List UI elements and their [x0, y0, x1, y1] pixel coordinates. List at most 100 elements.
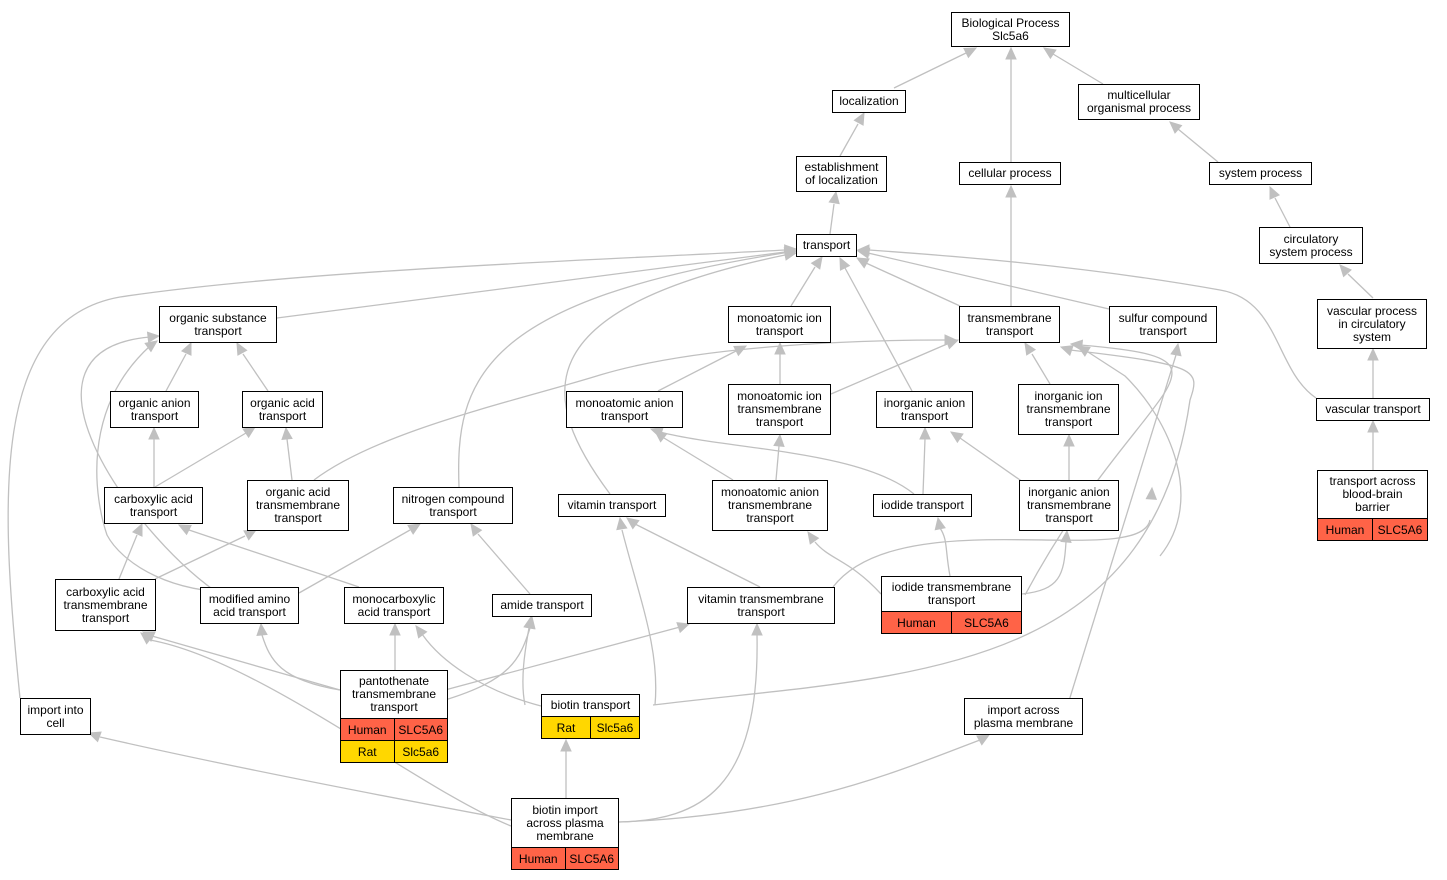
node-organic-acid-transmembrane-transport[interactable]: organic acid transmembrane transport — [247, 480, 349, 531]
node-label: system process — [1218, 166, 1303, 180]
node-establishment-of-localization[interactable]: establishment of localization — [796, 156, 887, 192]
edge-arrowhead — [1170, 342, 1182, 357]
node-label: biotin transport — [550, 698, 631, 712]
node-transmembrane-transport[interactable]: transmembrane transport — [959, 306, 1060, 343]
edge-line — [1021, 541, 1067, 595]
edge-line — [634, 523, 761, 588]
node-circulatory-system-process[interactable]: circulatory system process — [1259, 227, 1363, 264]
edge-line — [844, 267, 913, 392]
node-organic-substance-transport[interactable]: organic substance transport — [159, 306, 277, 343]
edge-line — [477, 533, 531, 595]
node-transport[interactable]: transport — [796, 234, 857, 257]
node-inorganic-anion-transmembrane-transport[interactable]: inorganic anion transmembrane transport — [1019, 480, 1119, 531]
node-carboxylic-acid-transmembrane-transport[interactable]: carboxylic acid transmembrane transport — [55, 579, 156, 631]
edge-line — [242, 353, 269, 392]
edge-line — [1052, 53, 1104, 85]
edge-arrowhead — [281, 426, 293, 440]
edge-arrowhead — [784, 244, 798, 256]
edge-line — [832, 519, 1151, 588]
node-modified-amino-acid-transport[interactable]: modified amino acid transport — [200, 587, 299, 624]
node-vitamin-transport[interactable]: vitamin transport — [558, 494, 666, 517]
edge-arrowhead — [1024, 341, 1037, 356]
node-biological-process[interactable]: Biological Process Slc5a6 — [951, 12, 1070, 47]
node-carboxylic-acid-transport[interactable]: carboxylic acid transport — [104, 487, 203, 524]
node-import-across-plasma-membrane[interactable]: import across plasma membrane — [964, 698, 1083, 735]
edge-line — [80, 336, 216, 592]
node-monocarboxylic-acid-transport[interactable]: monocarboxylic acid transport — [344, 587, 444, 624]
edge-arrowhead — [919, 426, 931, 440]
node-label: nitrogen compound transport — [401, 491, 505, 519]
node-vascular-process[interactable]: vascular process in circulatory system — [1317, 299, 1427, 349]
node-label: circulatory system process — [1269, 231, 1353, 259]
node-amide-transport[interactable]: amide transport — [492, 594, 592, 617]
edge-line — [652, 349, 1195, 706]
node-cellular-process[interactable]: cellular process — [959, 162, 1061, 185]
edge-arrowhead — [616, 516, 628, 531]
node-sulfur-compound-transport[interactable]: sulfur compound transport — [1109, 306, 1217, 343]
edge-line — [7, 249, 786, 699]
edge-arrowhead — [523, 615, 535, 630]
edge-arrowhead — [1059, 345, 1074, 357]
node-organic-anion-transport[interactable]: organic anion transport — [110, 391, 199, 428]
edge-arrowhead — [1339, 264, 1352, 278]
edge-line — [1087, 351, 1182, 557]
edge-arrowhead — [180, 341, 192, 356]
node-iodide-transport[interactable]: iodide transport — [873, 494, 972, 517]
node-label: amide transport — [500, 598, 584, 612]
node-label: cellular process — [968, 166, 1052, 180]
node-label: iodide transport — [881, 498, 964, 512]
node-label: establishment of localization — [804, 160, 879, 187]
node-monoatomic-anion-transport[interactable]: monoatomic anion transport — [566, 391, 683, 428]
node-monoatomic-ion-transport[interactable]: monoatomic ion transport — [728, 306, 831, 343]
node-nitrogen-compound-transport[interactable]: nitrogen compound transport — [393, 487, 513, 524]
edge-arrowhead — [774, 341, 786, 355]
edge-line — [421, 633, 542, 707]
edge-arrowhead — [733, 345, 748, 357]
gene-label: SLC5A6 — [1372, 519, 1427, 540]
edge-line — [154, 535, 246, 580]
node-import-into-cell[interactable]: import into cell — [20, 698, 91, 735]
edge-arrowhead — [1005, 184, 1017, 198]
edge-arrowhead — [140, 632, 154, 645]
edge-line — [790, 266, 816, 307]
gene-label: SLC5A6 — [951, 612, 1021, 633]
node-label: localization — [839, 94, 899, 108]
node-label: vitamin transport — [567, 498, 657, 512]
gene-label: SLC5A6 — [564, 848, 619, 869]
node-localization[interactable]: localization — [832, 90, 906, 113]
edge-line — [1274, 197, 1291, 228]
node-inorganic-ion-transmembrane-transport[interactable]: inorganic ion transmembrane transport — [1018, 384, 1119, 435]
node-inorganic-anion-transport[interactable]: inorganic anion transport — [876, 391, 973, 428]
node-vascular-transport[interactable]: vascular transport — [1316, 398, 1430, 421]
node-label: inorganic anion transport — [883, 395, 966, 423]
edge-arrowhead — [1169, 121, 1183, 134]
node-label: vascular process in circulatory system — [1326, 303, 1418, 344]
node-label: organic acid transmembrane transport — [255, 485, 341, 525]
node-transport-across-blood-brain-barrier[interactable]: transport across blood-brain barrier Hum… — [1317, 470, 1428, 541]
node-label: inorganic ion transmembrane transport — [1026, 389, 1111, 429]
edge-line — [149, 639, 512, 827]
node-biotin-import-across-plasma-membrane[interactable]: biotin import across plasma membrane Hum… — [511, 798, 619, 870]
edge-arrowhead — [87, 731, 102, 743]
node-pantothenate-transmembrane-transport[interactable]: pantothenate transmembrane transport Hum… — [340, 670, 448, 763]
node-organic-acid-transport[interactable]: organic acid transport — [242, 391, 323, 428]
node-vitamin-transmembrane-transport[interactable]: vitamin transmembrane transport — [687, 587, 835, 624]
node-label: monoatomic anion transport — [575, 395, 674, 423]
edge-line — [99, 736, 512, 821]
node-multicellular-organismal-process[interactable]: multicellular organismal process — [1078, 84, 1200, 120]
edge-line — [118, 534, 138, 580]
node-monoatomic-ion-transmembrane-transport[interactable]: monoatomic ion transmembrane transport — [728, 384, 831, 435]
species-label: Human — [347, 722, 387, 737]
edge-arrowhead — [236, 341, 248, 356]
node-label: monoatomic anion transmembrane transport — [720, 485, 820, 525]
edge-line — [922, 438, 926, 495]
node-monoatomic-anion-transmembrane-transport[interactable]: monoatomic anion transmembrane transport — [712, 480, 828, 531]
node-label: carboxylic acid transport — [114, 491, 193, 519]
node-system-process[interactable]: system process — [1209, 162, 1312, 185]
node-label: iodide transmembrane transport — [891, 580, 1012, 607]
edge-line — [618, 739, 981, 823]
